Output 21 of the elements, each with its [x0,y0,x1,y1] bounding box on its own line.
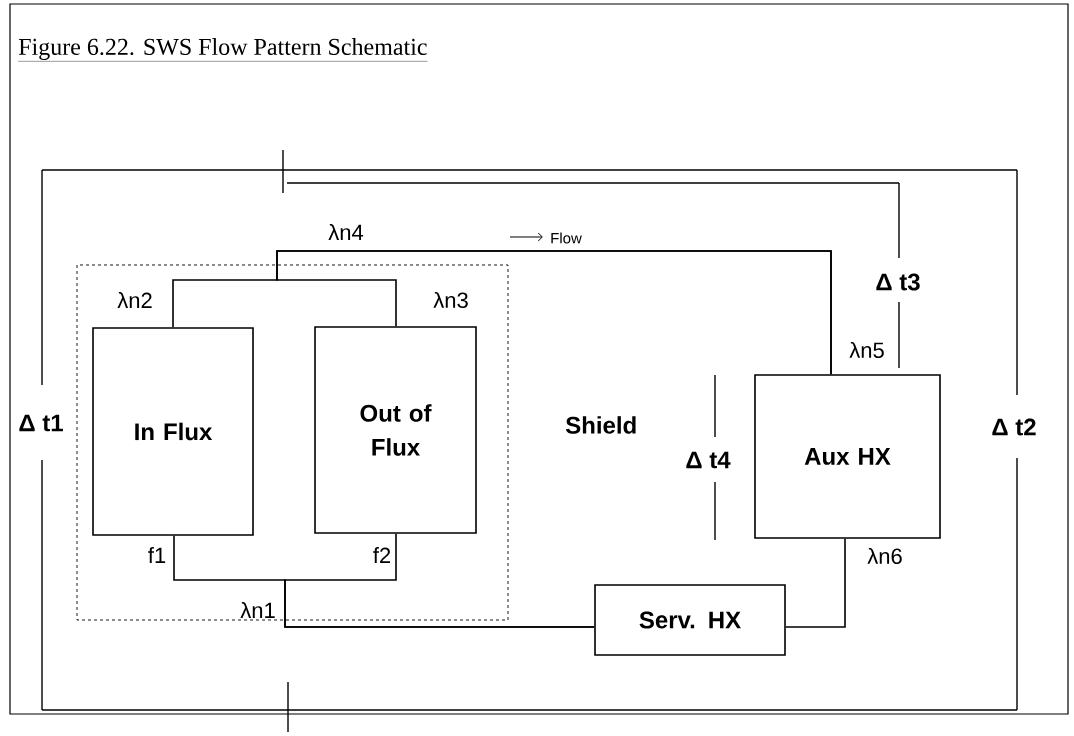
temperature-label: Δ t1 [19,414,63,432]
flow-label: Flow [551,232,582,244]
title: Figure 6.22. SWS Flow Pattern Schematic [18,38,428,62]
pipe [284,533,595,628]
point-label: f1 [148,547,166,563]
point-label: λn4 [328,224,364,240]
pipe [785,538,846,628]
point-label: λn1 [240,602,275,618]
process-box: In Flux [92,327,254,536]
point-label: f2 [373,547,391,563]
point-label: λn5 [849,341,884,359]
point-label: λn2 [117,292,152,308]
process-box: Aux HX [754,374,941,539]
temperature-label: Δ t4 [686,451,731,469]
pipe [276,250,832,375]
temperature-label: Δ t3 [876,273,920,291]
temperature-label: Δ t2 [992,418,1036,436]
node-label: Shield [565,416,636,434]
process-box: Serv. HX [594,584,786,656]
point-label: λn6 [867,547,902,565]
process-box: Out of Flux [314,326,477,534]
